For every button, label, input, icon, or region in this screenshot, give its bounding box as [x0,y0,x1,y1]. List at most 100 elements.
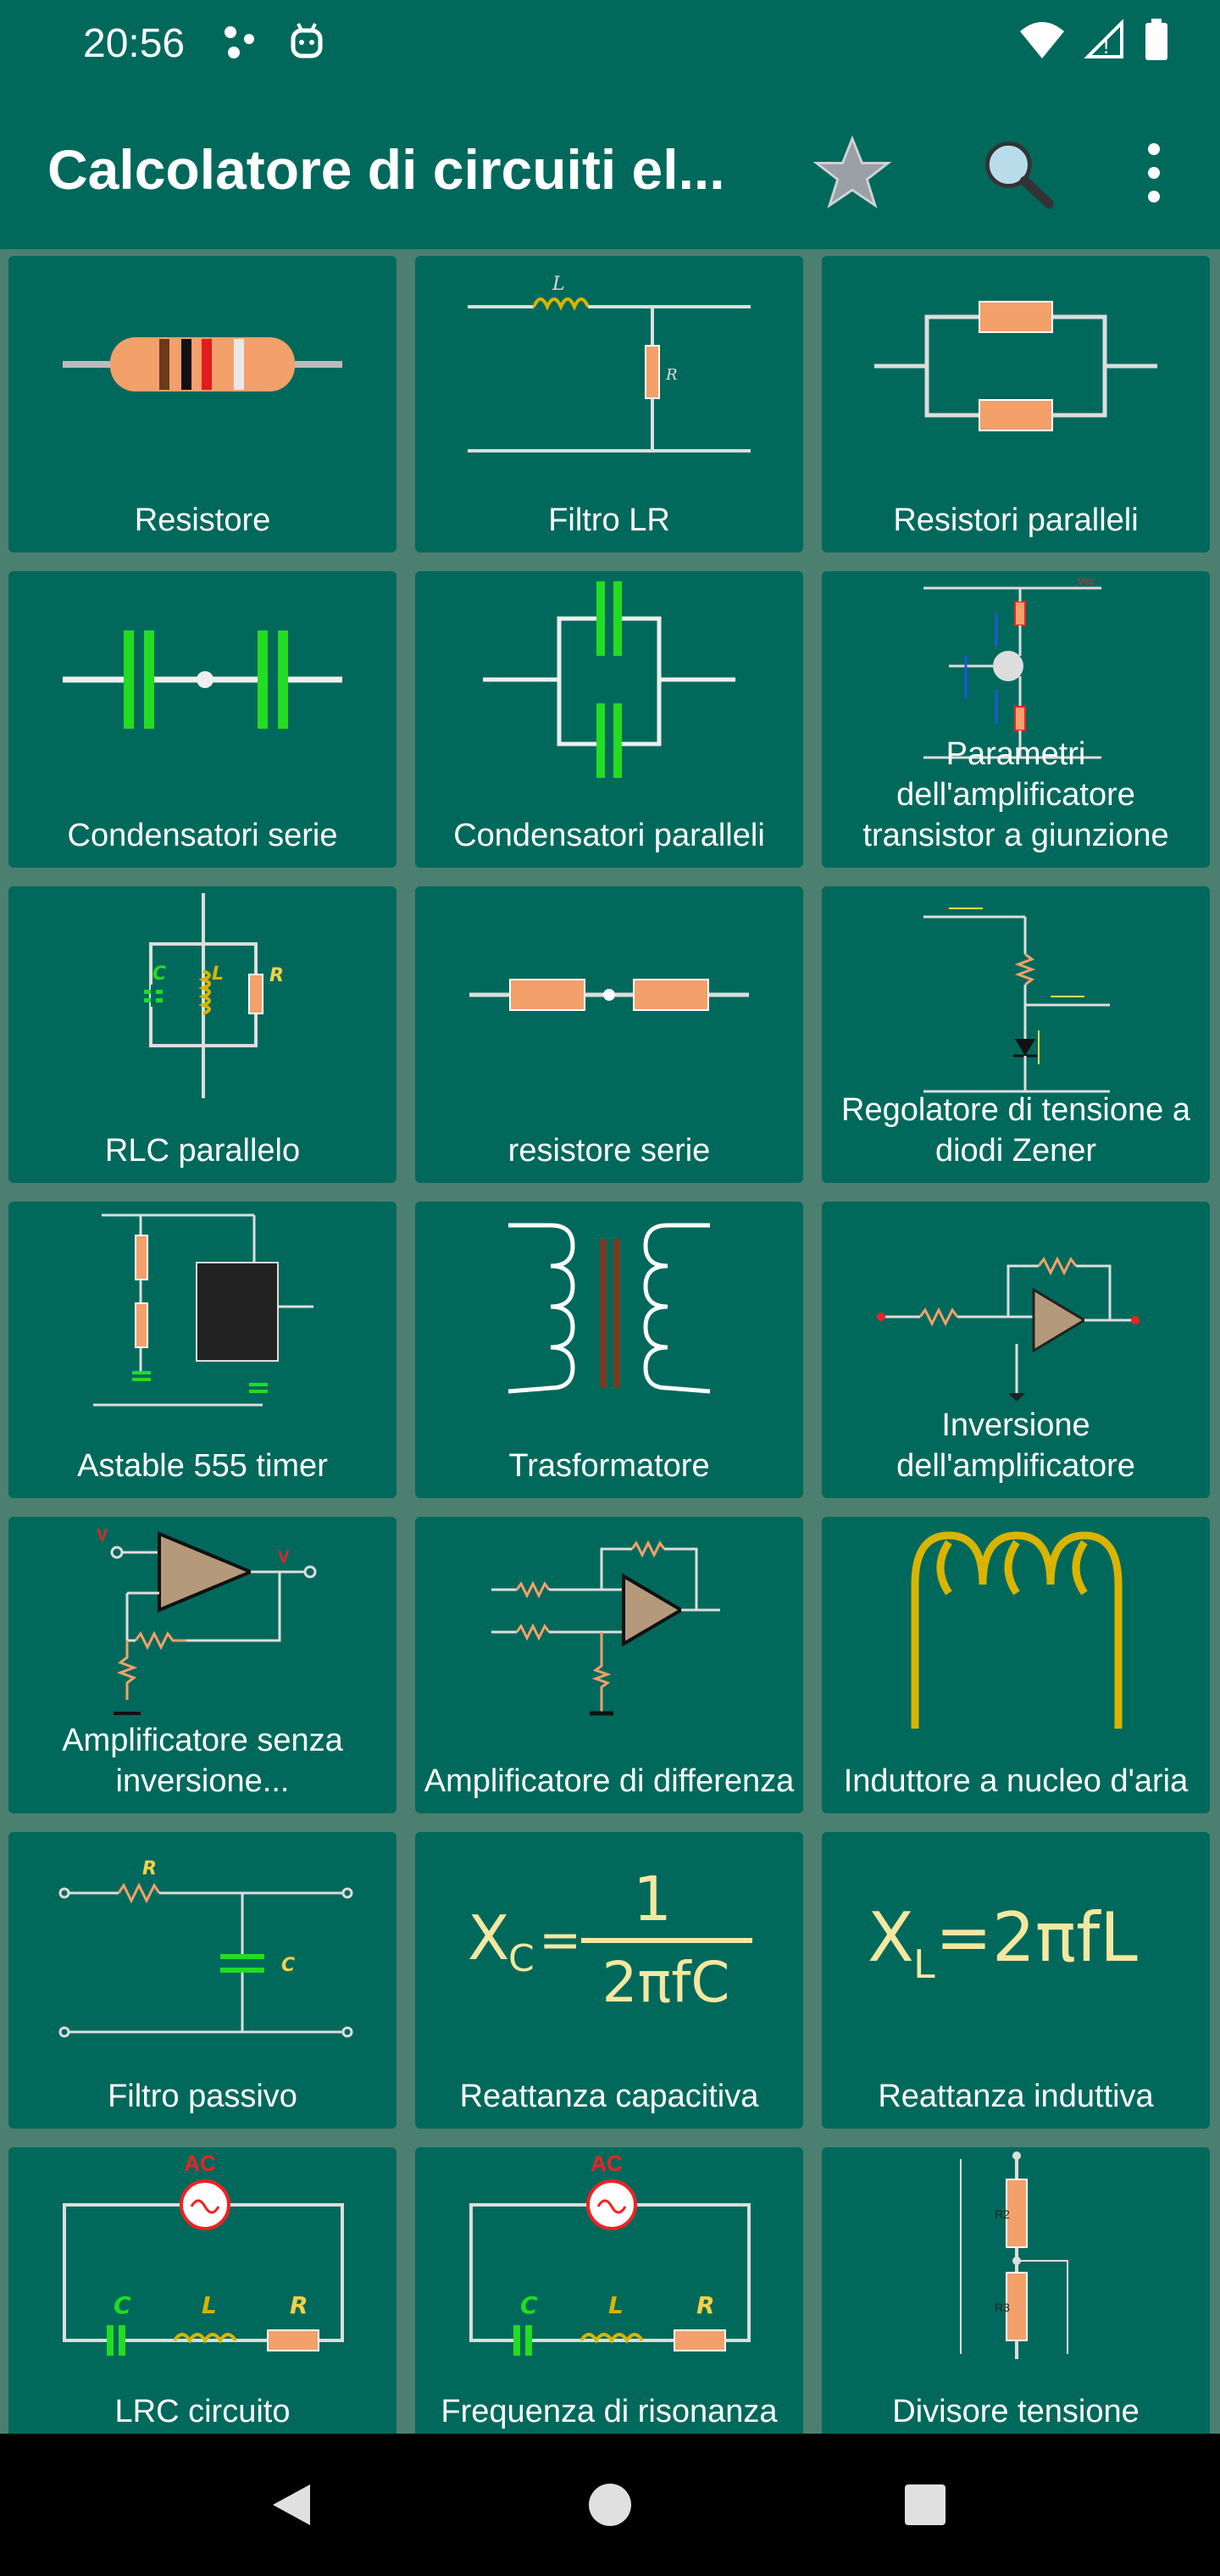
tile-label: Inversione dell'amplificatore [896,1407,1135,1484]
tile-label: LRC circuito [114,2394,291,2429]
svg-text:X: X [868,1898,914,1977]
tile-label: Condensatori paralleli [453,818,765,853]
lr-filter-icon: L R [468,274,751,452]
more-vert-icon[interactable] [1112,130,1196,215]
wifi-icon [1018,19,1066,64]
app-title: Calcolatore di circuiti el... [47,138,725,201]
tile-filtro-passivo[interactable]: R C Filtro passivo [8,1832,396,2129]
tile-astable-555[interactable]: Astable 555 timer [8,1202,396,1498]
svg-text:=2πfL: =2πfL [935,1898,1138,1977]
zener-regulator-icon [923,908,1110,1093]
inductive-reactance-icon: X L =2πfL [868,1898,1138,1987]
tile-divisore-tensione[interactable]: R2 R3 Divisore tensione [822,2147,1210,2434]
svg-text:R: R [269,965,284,986]
svg-text:L: L [212,963,224,985]
svg-text:R: R [665,366,678,384]
tile-label: Amplificatore senza inversione... [62,1723,343,1799]
home-circle-icon[interactable] [568,2462,652,2547]
non-inverting-amplifier-icon: V V [97,1526,317,1715]
tile-frequenza-risonanza[interactable]: AC C L R Frequenza di risonanza [415,2147,803,2434]
svg-text:C: C [281,1955,295,1976]
difference-amplifier-icon [491,1540,720,1716]
capacitive-reactance-icon: X C = 1 2πfC [468,1863,752,2015]
tile-label: Resistori paralleli [893,502,1139,538]
svg-text:L: L [608,2291,624,2319]
tile-trasformatore[interactable]: Trasformatore [415,1202,803,1498]
tile-label: Amplificatore di differenza [424,1763,795,1799]
lrc-circuit-icon: AC C L R [63,2151,344,2356]
resistor-icon [63,337,342,391]
svg-text:R: R [142,1858,157,1879]
tile-amplificatore-differenza[interactable]: Amplificatore di differenza [415,1517,803,1813]
tile-label: Filtro LR [548,502,670,538]
svg-text:AC: AC [184,2151,216,2176]
tile-inversione-amplificatore[interactable]: Inversione dell'amplificatore [822,1202,1210,1498]
android-robot-icon [286,20,327,69]
series-resistors-icon [469,979,749,1011]
svg-text:C: C [152,963,166,985]
status-time: 20:56 [83,21,186,66]
series-capacitors-icon [63,630,342,729]
inverting-amplifier-icon [877,1256,1140,1402]
svg-text:Vcc: Vcc [1078,575,1095,587]
resonance-frequency-icon: AC C L R [469,2151,751,2356]
tile-rlc-parallelo[interactable]: C L R RLC parallelo [8,886,396,1183]
svg-text:V: V [278,1548,290,1567]
tile-label: Parametri dell'amplificatore transistor … [862,736,1169,853]
svg-text:L: L [913,1941,935,1987]
passive-filter-icon: R C [58,1858,353,2038]
star-icon[interactable] [810,130,895,215]
tile-filtro-lr[interactable]: L R Filtro LR [415,256,803,552]
svg-text:C: C [114,2291,131,2319]
tile-regolatore-zener[interactable]: Regolatore di tensione a diodi Zener [822,886,1210,1183]
tile-resistore[interactable]: Resistore [8,256,396,552]
recents-square-icon[interactable] [883,2462,968,2547]
svg-text:!: ! [1103,33,1109,58]
tile-label: Reattanza induttiva [878,2079,1154,2114]
tile-label: Divisore tensione [892,2394,1140,2429]
svg-text:C: C [520,2291,538,2319]
voltage-divider-icon: R2 R3 [960,2151,1068,2359]
svg-text:AC: AC [591,2151,623,2176]
tile-parametri-transistor[interactable]: Vcc Parametri dell'amplificatore transis… [822,571,1210,868]
svg-text:V: V [97,1526,108,1545]
tile-reattanza-induttiva[interactable]: X L =2πfL Reattanza induttiva [822,1832,1210,2129]
tile-label: Condensatori serie [67,818,338,853]
svg-text:C: C [508,1937,535,1980]
search-icon[interactable] [974,130,1059,215]
status-bar: 20:56 ! [0,0,1220,95]
air-core-inductor-icon [911,1531,1123,1729]
tile-amplificatore-senza-inversione[interactable]: V V Amplificatore senza inversione... [8,1517,396,1813]
svg-text:R: R [290,2291,308,2319]
app-bar: Calcolatore di circuiti el... [0,95,1220,249]
svg-text:1: 1 [633,1863,672,1935]
svg-text:L: L [202,2291,217,2319]
tile-label: Astable 555 timer [77,1448,328,1484]
tile-condensatori-serie[interactable]: Condensatori serie [8,571,396,868]
tile-label: Trasformatore [508,1448,710,1484]
back-triangle-icon[interactable] [249,2462,334,2547]
tile-reattanza-capacitiva[interactable]: X C = 1 2πfC Reattanza capacitiva [415,1832,803,2129]
tile-label: Regolatore di tensione a diodi Zener [841,1092,1190,1169]
svg-text:L: L [552,274,565,295]
tile-lrc-circuito[interactable]: AC C L R LRC circuito [8,2147,396,2434]
tile-label: Induttore a nucleo d'aria [843,1763,1189,1799]
tile-label: Resistore [134,502,271,538]
svg-text:2πfC: 2πfC [602,1950,729,2015]
rlc-parallel-icon: C L R [144,893,284,1098]
tile-resistore-serie[interactable]: resistore serie [415,886,803,1183]
tile-label: Filtro passivo [108,2079,297,2114]
cell-signal-icon: ! [1084,19,1125,64]
tile-resistori-paralleli[interactable]: Resistori paralleli [822,256,1210,552]
tile-condensatori-paralleli[interactable]: Condensatori paralleli [415,571,803,868]
bjt-amplifier-icon: Vcc [923,575,1101,759]
timer-555-icon [93,1213,313,1407]
tile-label: resistore serie [507,1133,711,1169]
parallel-capacitors-icon [483,581,735,778]
tile-label: Reattanza capacitiva [459,2079,759,2114]
svg-text:R3: R3 [995,2301,1010,2314]
navigation-bar [0,2434,1220,2576]
transformer-icon [507,1223,711,1394]
tile-induttore-nucleo-aria[interactable]: Induttore a nucleo d'aria [822,1517,1210,1813]
battery-icon [1144,19,1169,65]
